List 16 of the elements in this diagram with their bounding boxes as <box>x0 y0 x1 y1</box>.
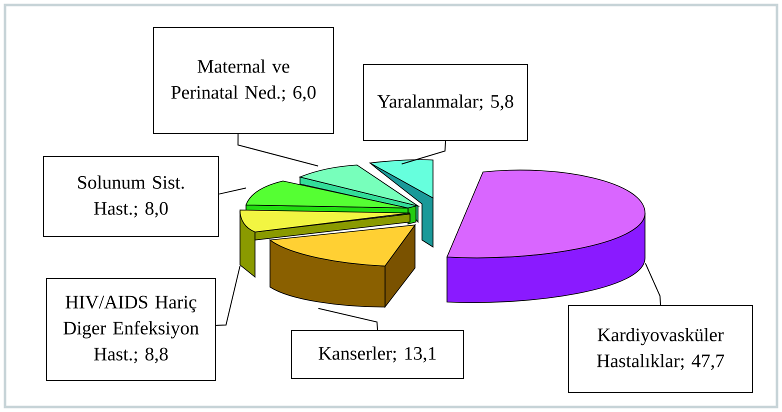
leader-line <box>216 265 240 326</box>
label-box: Kardiyovasküler Hastalıklar; 47,7 <box>568 304 753 393</box>
label-box: HIV/AIDS Hariç Diger Enfeksiyon Hast.; 8,8 <box>46 278 216 381</box>
pie-slice <box>446 170 646 303</box>
label-box: Kanserler; 13,1 <box>291 330 464 379</box>
label-box: Maternal ve Perinatal Ned.; 6,0 <box>153 27 334 134</box>
pie-slice <box>300 164 418 224</box>
pie-slice <box>240 210 410 278</box>
leader-line <box>218 187 246 195</box>
leader-line <box>238 134 319 166</box>
leader-line <box>644 262 661 306</box>
leader-line <box>318 308 378 330</box>
label-box: Solunum Sist. Hast.; 8,0 <box>43 156 219 237</box>
pie-slice <box>370 159 434 248</box>
label-box: Yaralanmalar; 5,8 <box>363 64 528 141</box>
leader-line <box>401 140 446 164</box>
